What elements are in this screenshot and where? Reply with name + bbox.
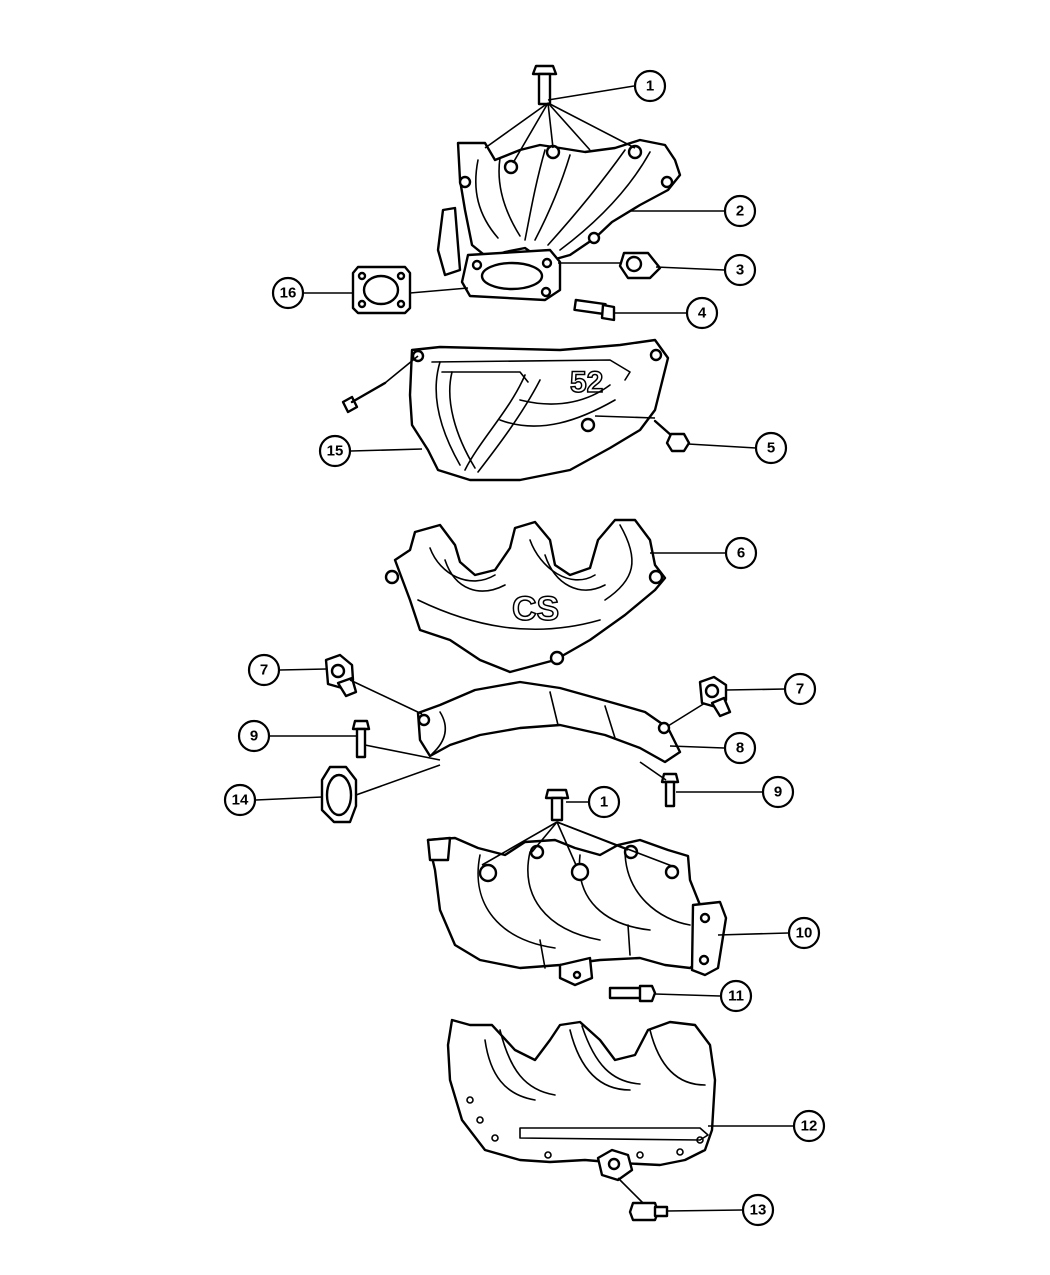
heat-shield-middle: CS (384, 518, 667, 674)
bolt-lower (544, 788, 570, 822)
callout-7-right: 7 (783, 672, 817, 706)
bolt-15-left (341, 381, 387, 414)
svg-text:1: 1 (600, 794, 608, 811)
leader-lines (255, 85, 793, 1212)
callout-13: 13 (741, 1193, 775, 1227)
bolt-5 (653, 419, 691, 453)
shield-marking-cs: CS (512, 590, 559, 628)
gasket-oval (320, 765, 358, 824)
svg-text:4: 4 (698, 305, 707, 322)
callout-2: 2 (723, 194, 757, 228)
callout-15: 15 (318, 434, 352, 468)
svg-text:15: 15 (327, 443, 344, 460)
svg-text:16: 16 (280, 285, 297, 302)
callout-6: 6 (724, 536, 758, 570)
svg-text:13: 13 (750, 1202, 767, 1219)
callout-11: 11 (719, 979, 753, 1013)
callout-10: 10 (787, 916, 821, 950)
callout-3: 3 (723, 253, 757, 287)
shield-marking-52: 52 (570, 366, 603, 399)
svg-text:3: 3 (736, 262, 744, 279)
crossover-pipe (416, 680, 682, 764)
svg-text:11: 11 (728, 988, 744, 1005)
callout-4: 4 (685, 296, 719, 330)
exhaust-manifold-lower (426, 836, 728, 987)
svg-text:8: 8 (736, 740, 744, 757)
callout-9-right: 9 (761, 775, 795, 809)
svg-text:7: 7 (260, 662, 268, 679)
svg-text:12: 12 (801, 1118, 818, 1135)
callout-16: 16 (271, 276, 305, 310)
gasket-square (351, 265, 412, 315)
callout-1-upper: 1 (633, 69, 667, 103)
bolt-upper (531, 64, 558, 106)
nut-7-right (698, 675, 732, 718)
bolt-9-left (351, 719, 371, 759)
bolt-11 (608, 984, 657, 1003)
callout-5: 5 (754, 431, 788, 465)
bolt-13 (628, 1201, 669, 1222)
callout-7-left: 7 (247, 653, 281, 687)
callout-1-lower: 1 (587, 785, 621, 819)
callout-8: 8 (723, 731, 757, 765)
svg-text:9: 9 (774, 784, 782, 801)
svg-text:9: 9 (250, 728, 258, 745)
svg-text:5: 5 (767, 440, 775, 457)
svg-text:10: 10 (796, 925, 813, 942)
heat-shield-upper: 52 (408, 338, 670, 482)
nut-3 (618, 251, 662, 280)
nut-7-left (324, 653, 358, 698)
svg-text:14: 14 (232, 792, 249, 809)
svg-text:7: 7 (796, 681, 804, 698)
callout-9-left: 9 (237, 719, 271, 753)
bolt-4 (573, 298, 616, 322)
callout-12: 12 (792, 1109, 826, 1143)
exhaust-manifold-upper (436, 138, 682, 302)
heat-shield-lower (446, 1018, 717, 1182)
svg-text:1: 1 (646, 78, 654, 95)
callout-14: 14 (223, 783, 257, 817)
svg-text:6: 6 (737, 545, 745, 562)
svg-text:2: 2 (736, 203, 744, 220)
